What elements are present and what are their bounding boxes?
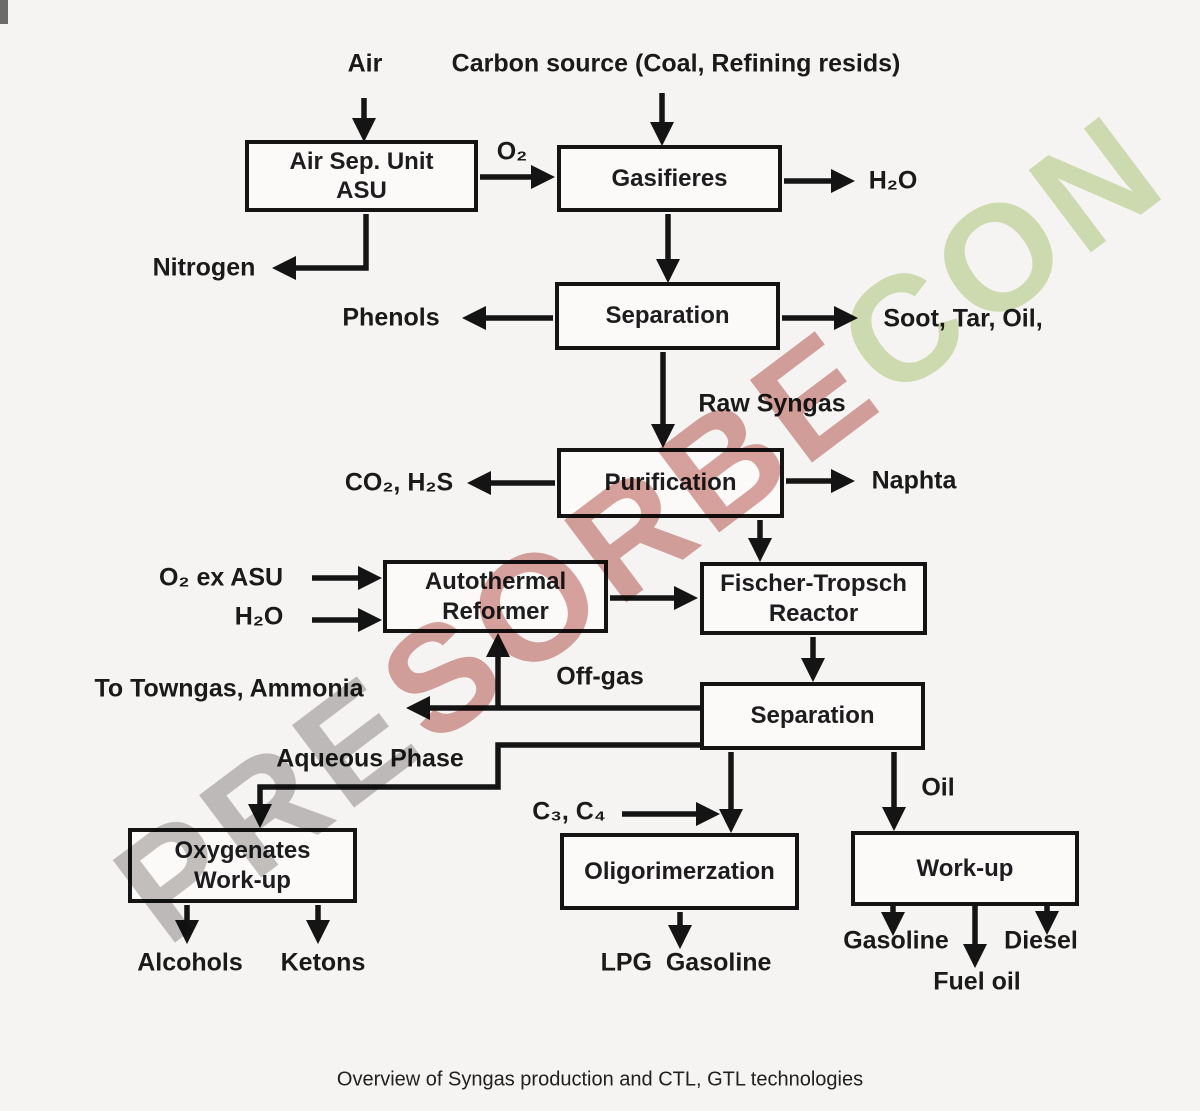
figure-caption: Overview of Syngas production and CTL, G… — [336, 1068, 864, 1091]
label-o2-ex-asu: O₂ ex ASU — [158, 563, 284, 592]
label-aqueous-phase: Aqueous Phase — [276, 744, 464, 773]
label-phenols: Phenols — [342, 303, 440, 332]
label-towngas-ammonia: To Towngas, Ammonia — [94, 674, 364, 703]
label-off-gas: Off-gas — [556, 662, 644, 691]
node-workup: Work-up — [851, 831, 1079, 906]
node-air-separation-unit: Air Sep. Unit ASU — [245, 140, 478, 212]
label-raw-syngas: Raw Syngas — [698, 389, 846, 418]
node-fischer-tropsch-reactor: Fischer-Tropsch Reactor — [700, 562, 927, 635]
node-autothermal-reformer: Autothermal Reformer — [383, 560, 608, 633]
label-soot-tar-oil: Soot, Tar, Oil, — [883, 304, 1043, 333]
label-oil: Oil — [921, 773, 955, 802]
arrow-separation2-aqueous-to-oxygenates — [247, 742, 700, 829]
label-air: Air — [347, 49, 383, 78]
node-oligomerization: Oligorimerzation — [560, 833, 799, 910]
label-alcohols: Alcohols — [137, 948, 243, 977]
label-diesel: Diesel — [1004, 926, 1078, 955]
label-lpg-gasoline: LPG Gasoline — [600, 948, 772, 977]
label-nitrogen: Nitrogen — [152, 253, 256, 282]
label-h2o-feed: H₂O — [234, 602, 284, 631]
scan-artifact — [0, 0, 8, 24]
label-co2-h2s: CO₂, H₂S — [344, 468, 454, 497]
node-oxygenates-workup: Oxygenates Work-up — [128, 828, 357, 903]
label-gasoline: Gasoline — [843, 926, 949, 955]
node-purification: Purification — [557, 448, 784, 518]
label-carbon-source: Carbon source (Coal, Refining resids) — [451, 49, 901, 78]
node-separation-2: Separation — [700, 682, 925, 750]
node-separation-1: Separation — [555, 282, 780, 350]
arrow-asu-to-nitrogen — [271, 214, 369, 281]
label-naphta: Naphta — [871, 466, 957, 495]
label-ketons: Ketons — [280, 948, 366, 977]
label-fuel-oil: Fuel oil — [933, 967, 1021, 996]
label-o2: O₂ — [496, 137, 528, 166]
node-gasifiers: Gasifieres — [557, 145, 782, 212]
label-h2o-product: H₂O — [868, 166, 918, 195]
label-c3-c4: C₃, C₄ — [532, 797, 606, 826]
